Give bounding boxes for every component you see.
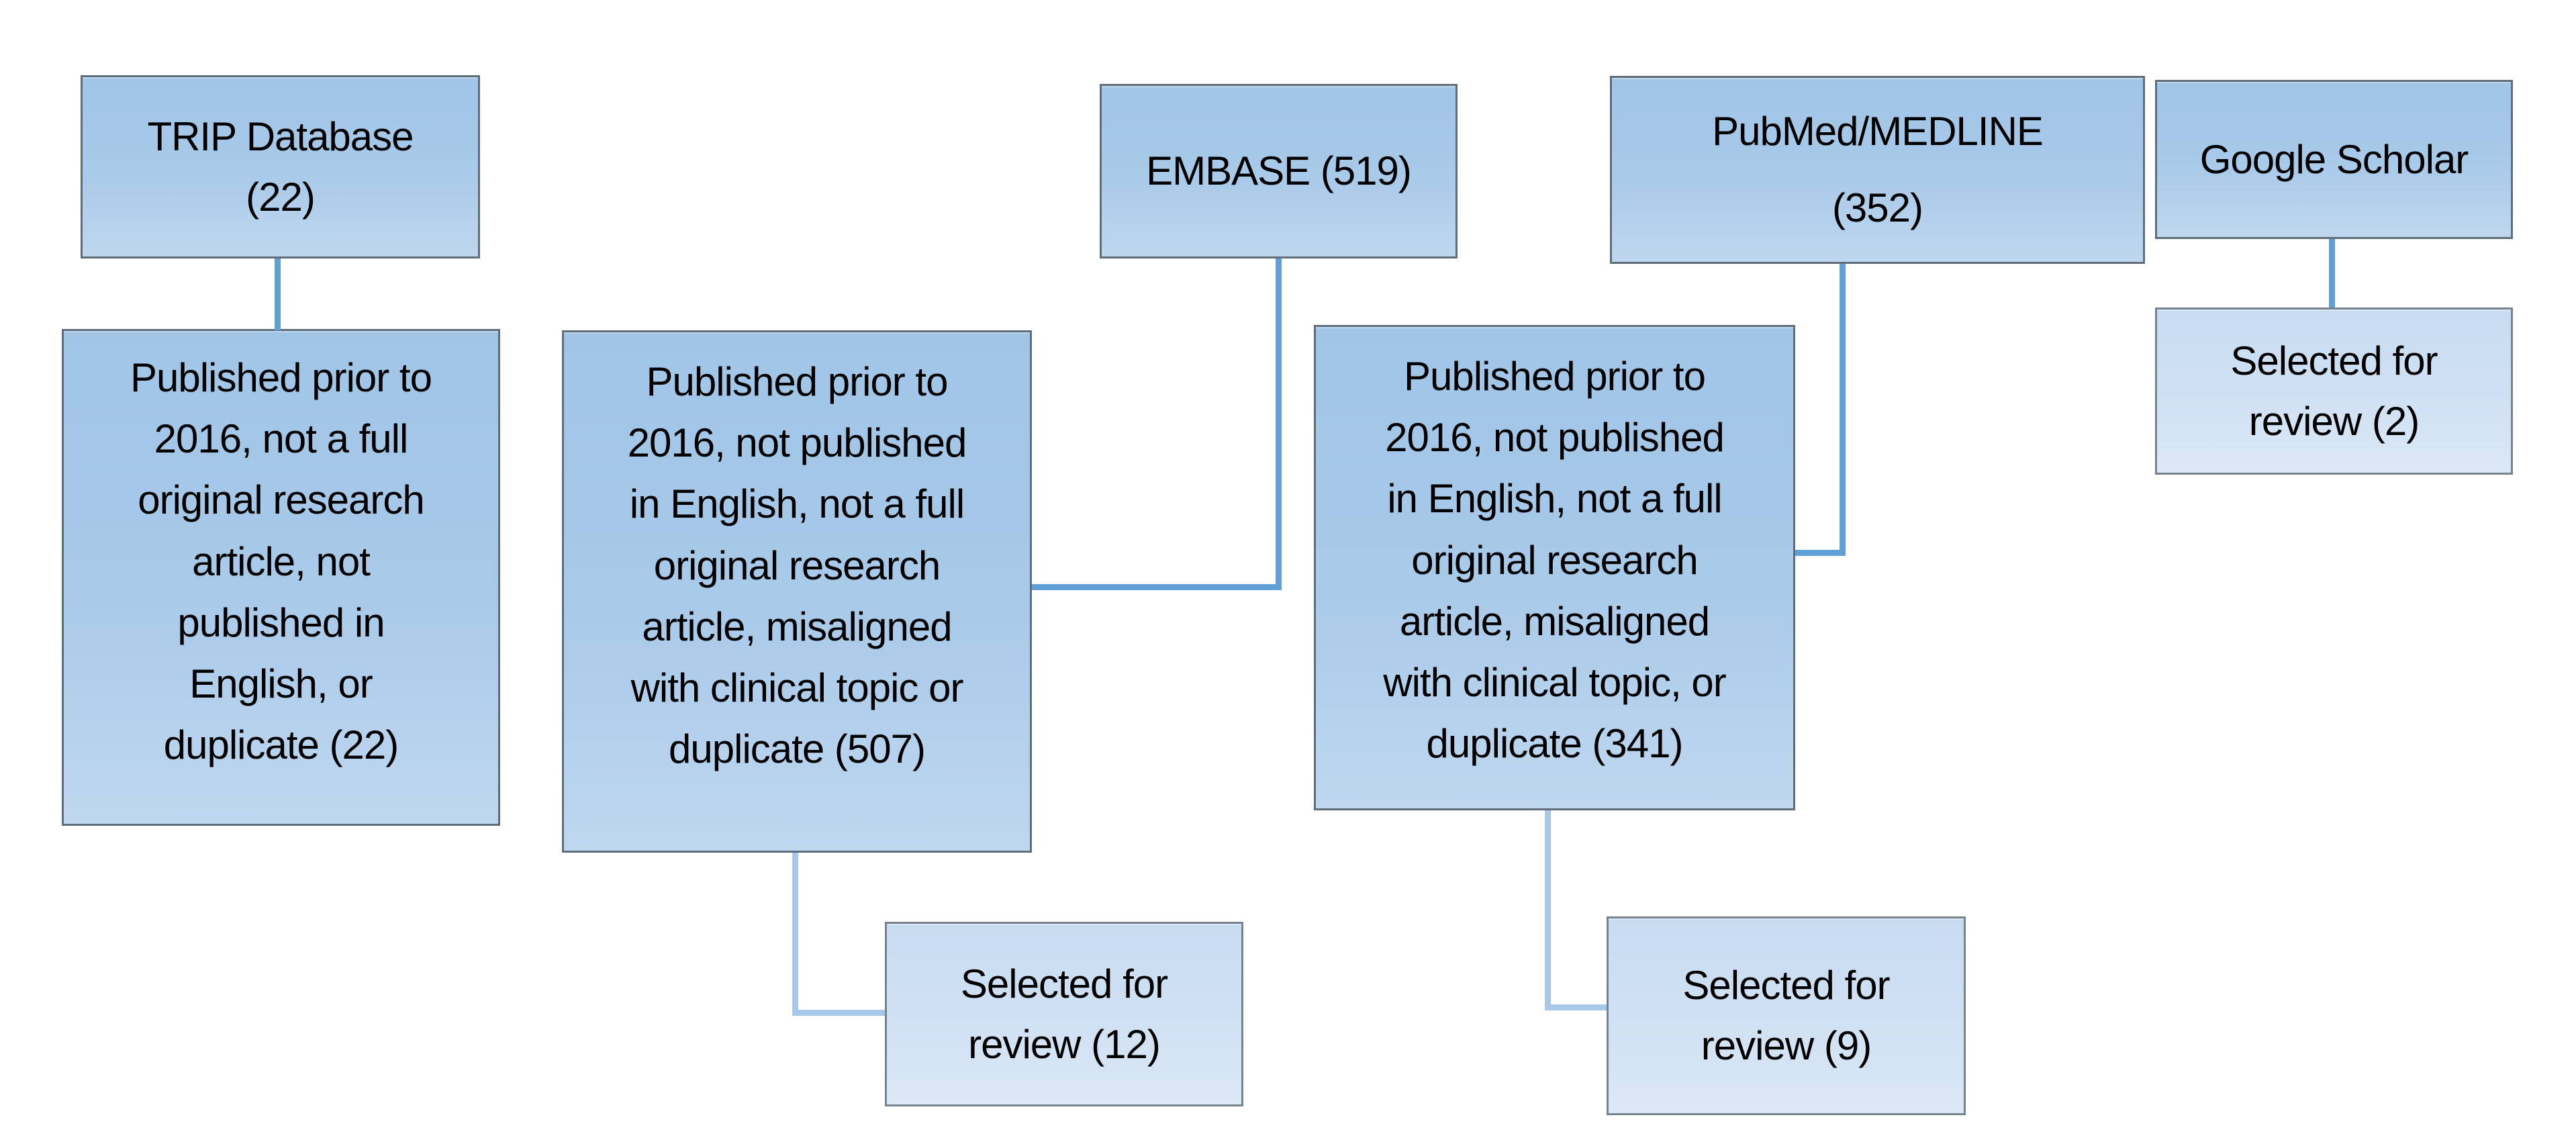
google-selected-for-review-node: Selected for review (2) xyxy=(2155,307,2513,475)
google-connector-line xyxy=(2329,239,2335,307)
embase-connector-horizontal-line xyxy=(1032,584,1282,590)
pubmed-selected-connector-horizontal-line xyxy=(1545,1004,1607,1010)
pubmed-exclusions-node: Published prior to 2016, not published i… xyxy=(1314,325,1795,810)
embase-connector-vertical-line xyxy=(1276,258,1282,590)
pubmed-selected-for-review-node: Selected for review (9) xyxy=(1607,916,1966,1115)
pubmed-selected-connector-vertical-line xyxy=(1545,810,1551,1010)
embase-selected-connector-vertical-line xyxy=(792,853,798,1016)
embase-selected-for-review-node: Selected for review (12) xyxy=(885,922,1243,1106)
google-scholar-node: Google Scholar xyxy=(2155,80,2513,239)
trip-database-node: TRIP Database (22) xyxy=(81,75,480,258)
pubmed-connector-vertical-line xyxy=(1840,264,1846,556)
embase-selected-connector-horizontal-line xyxy=(792,1010,885,1016)
pubmed-connector-horizontal-line xyxy=(1795,550,1846,556)
trip-exclusions-node: Published prior to 2016, not a full orig… xyxy=(62,329,500,826)
embase-exclusions-node: Published prior to 2016, not published i… xyxy=(562,330,1032,853)
pubmed-medline-node: PubMed/MEDLINE (352) xyxy=(1610,76,2145,264)
embase-node: EMBASE (519) xyxy=(1100,84,1458,258)
trip-connector-line xyxy=(275,258,281,330)
